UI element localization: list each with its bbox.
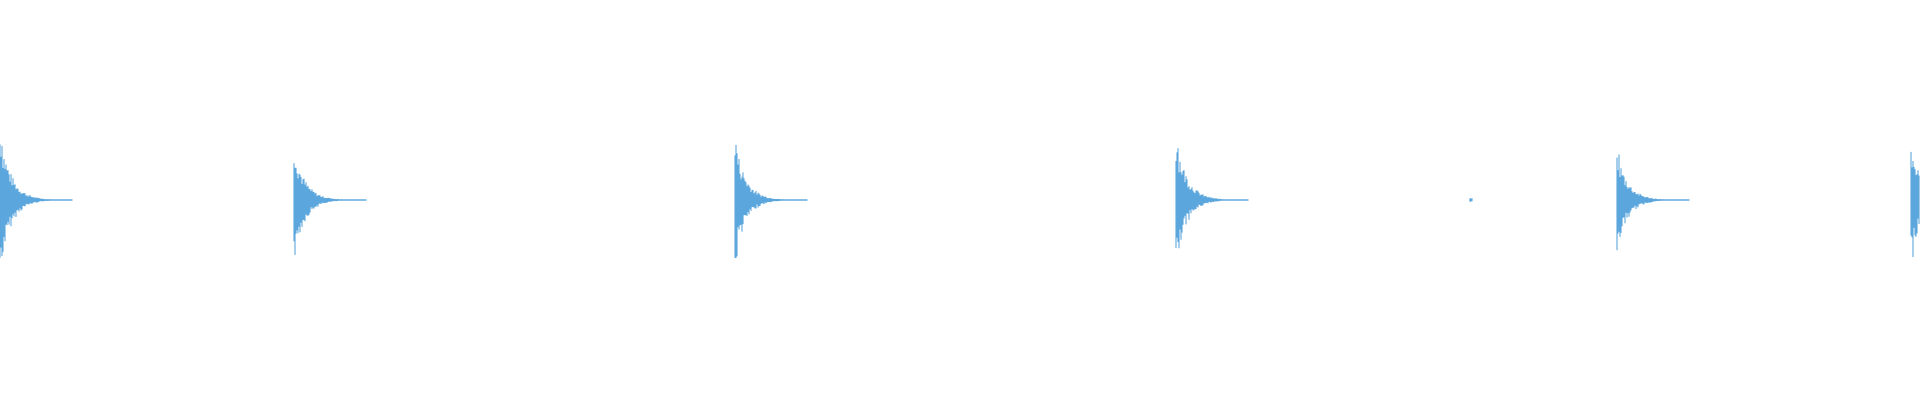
waveform-hit-3 <box>734 144 808 258</box>
waveform-transient <box>0 144 73 258</box>
waveform-hit-6 <box>1616 154 1690 251</box>
waveform-transient <box>293 163 367 255</box>
waveform-track <box>0 144 1920 258</box>
waveform-transient <box>1469 198 1473 202</box>
waveform-transient <box>734 144 808 258</box>
waveform-hit-1 <box>0 144 73 258</box>
waveform-hit-5 <box>1469 198 1473 202</box>
waveform-hit-2 <box>293 163 367 255</box>
waveform-transient <box>1910 151 1920 257</box>
waveform-hit-7 <box>1910 151 1920 257</box>
waveform-transient <box>1616 154 1690 251</box>
waveform-hit-4 <box>1175 148 1249 249</box>
waveform-transient <box>1175 148 1249 249</box>
